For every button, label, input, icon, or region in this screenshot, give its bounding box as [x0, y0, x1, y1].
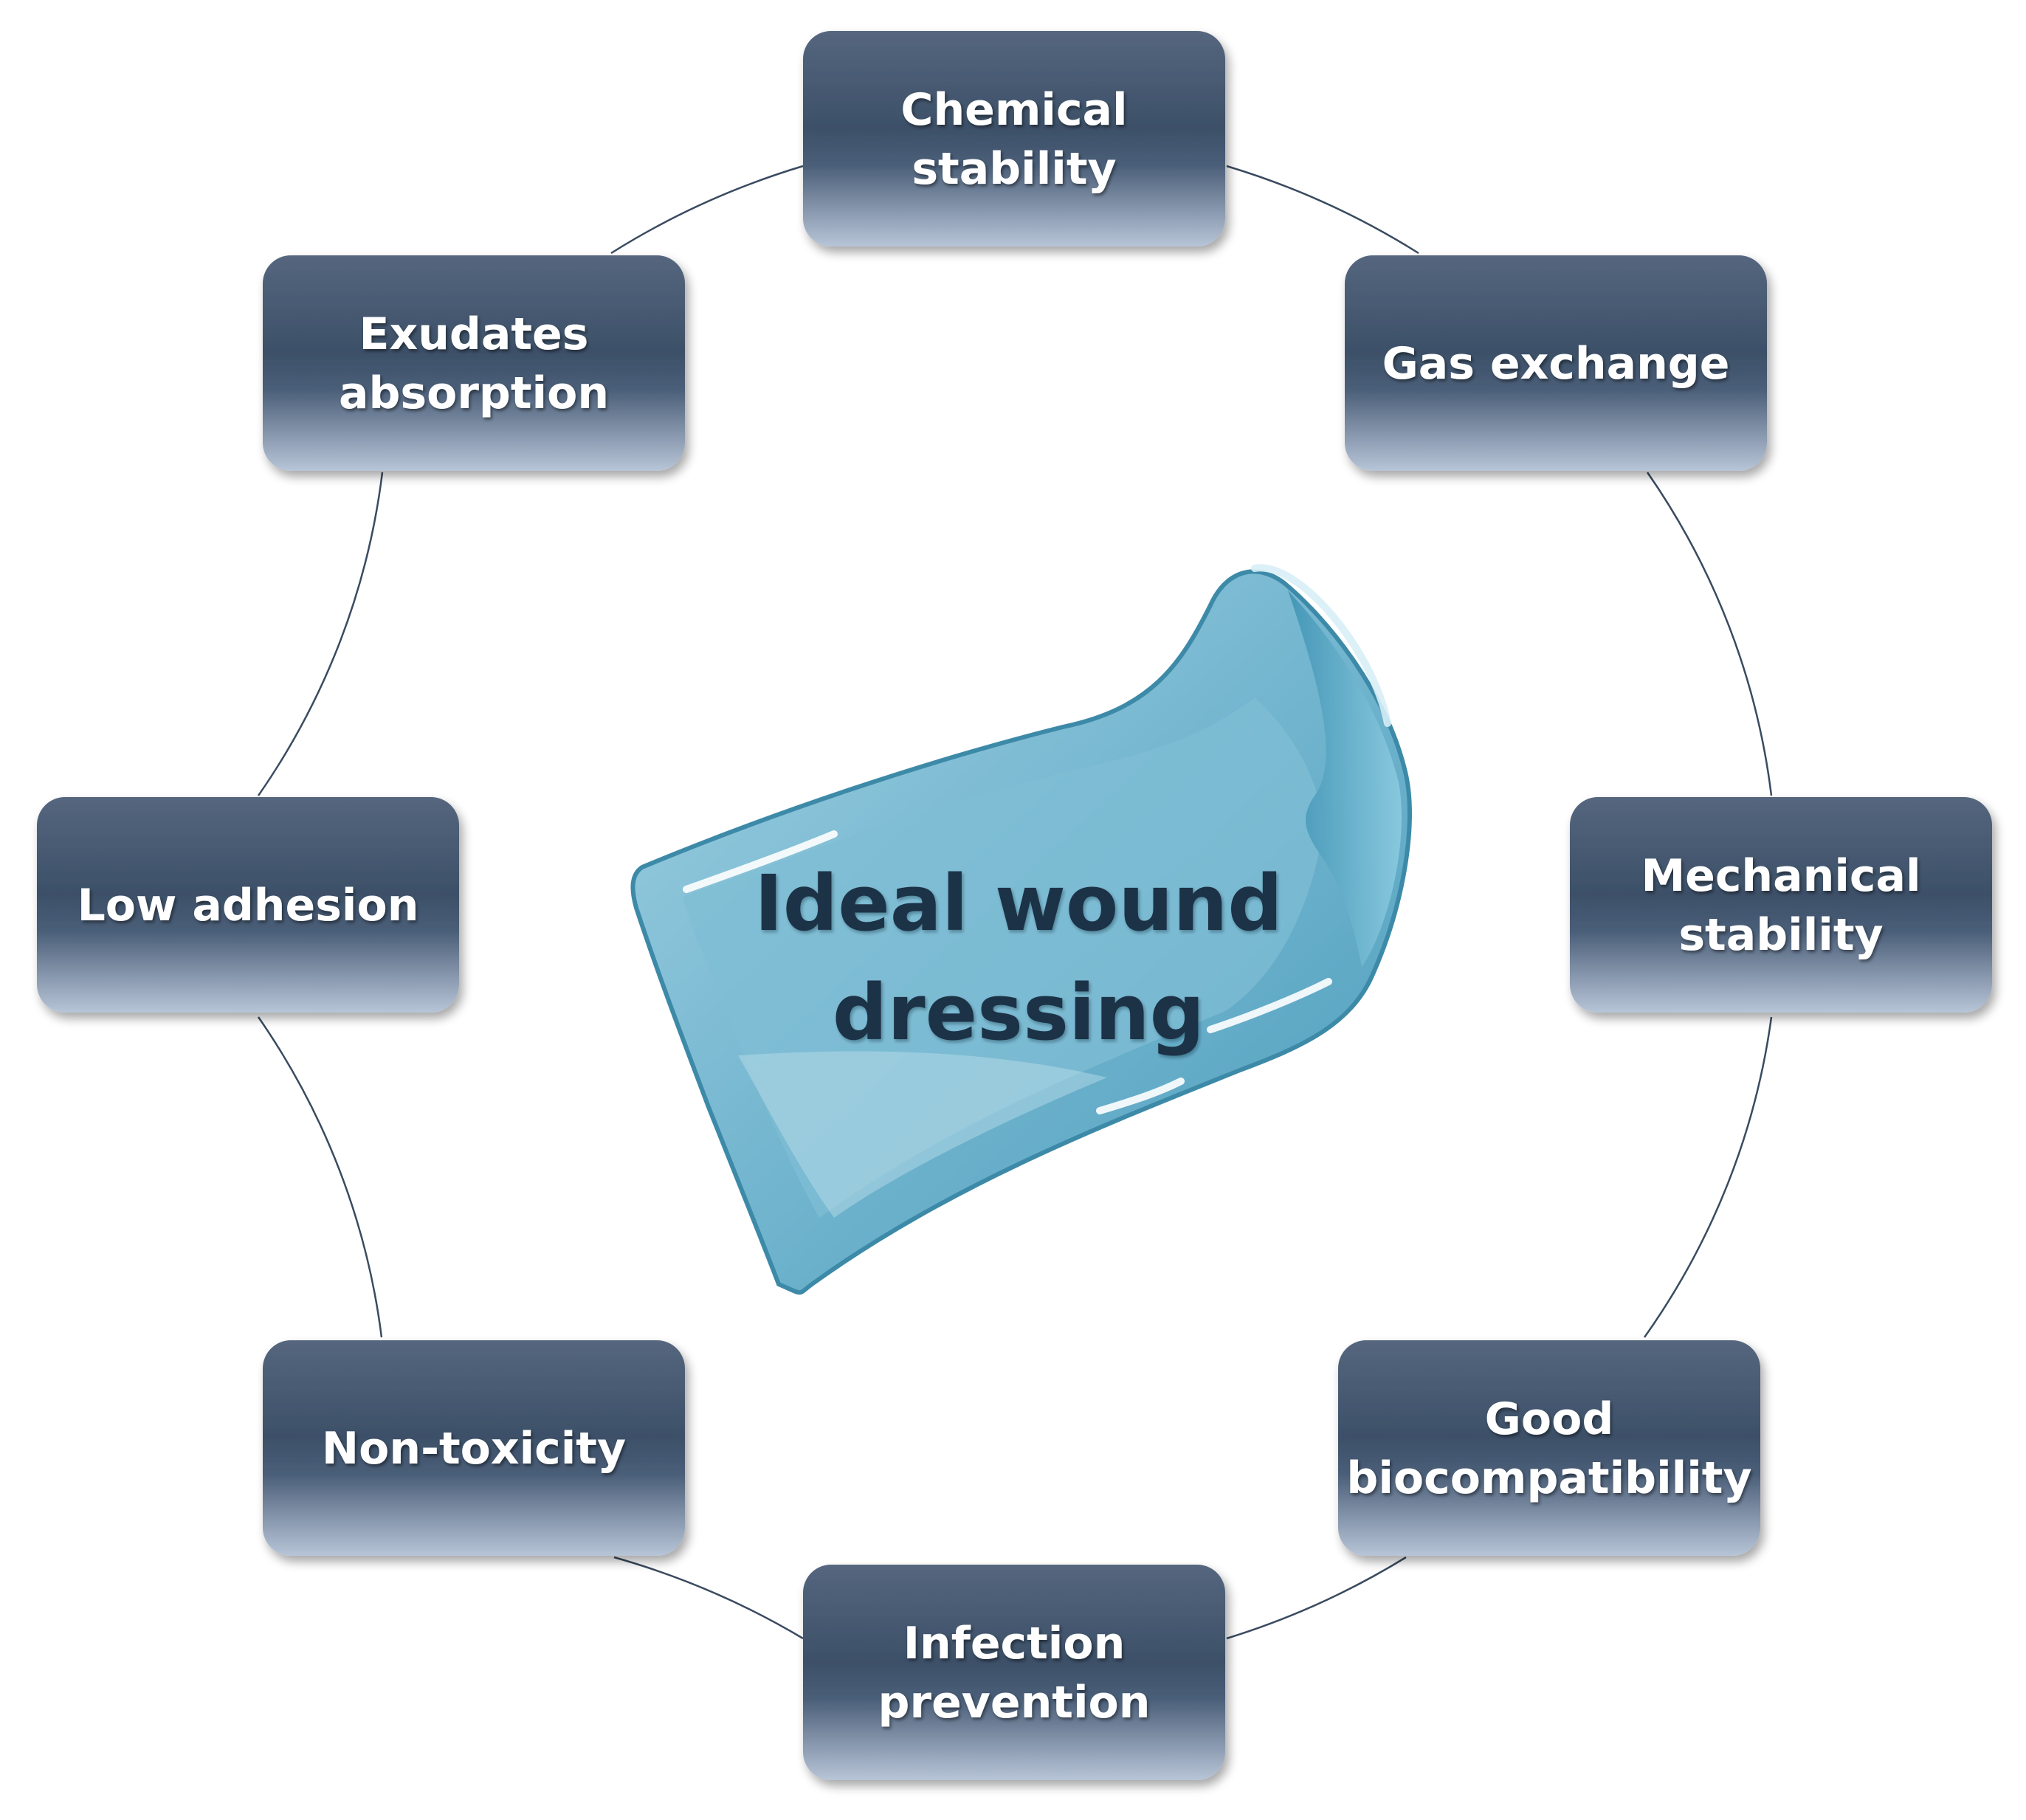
property-box-background [263, 1340, 685, 1556]
center-title-line-1: Ideal wound [754, 858, 1283, 948]
wound-dressing-icon [630, 564, 1412, 1295]
ring-arc [257, 1016, 383, 1338]
property-label-exudates-absorption-line-1: Exudates [359, 308, 589, 360]
center-title-line-2: dressing [833, 968, 1205, 1058]
property-box-background [1570, 797, 1992, 1013]
ring-arc [257, 472, 384, 796]
property-box-gas-exchange: Gas exchange [1345, 255, 1767, 471]
property-label-chemical-stability-line-1: Chemical [900, 84, 1127, 136]
property-label-gas-exchange-line-1: Gas exchange [1382, 338, 1730, 390]
property-box-background [1338, 1340, 1760, 1556]
ring-arc [1646, 472, 1773, 796]
property-label-non-toxicity-line-1: Non-toxicity [322, 1423, 626, 1475]
property-box-background [263, 255, 685, 471]
property-box-mechanical-stability: Mechanical stability [1570, 797, 1992, 1013]
property-label-good-biocompatibility-line-1: Good [1485, 1393, 1614, 1445]
property-label-infection-prevention-line-2: prevention [878, 1677, 1151, 1728]
ring-arc [613, 1556, 804, 1640]
property-box-non-toxicity: Non-toxicity [263, 1340, 685, 1556]
property-label-low-adhesion-line-1: Low adhesion [77, 880, 419, 931]
property-box-background [803, 1565, 1225, 1780]
property-box-exudates-absorption: Exudates absorption [263, 255, 685, 471]
ring-arc [1226, 1556, 1407, 1640]
property-label-chemical-stability-line-2: stability [912, 143, 1116, 195]
ring-arc [610, 165, 804, 255]
property-label-mechanical-stability-line-1: Mechanical [1641, 850, 1920, 902]
connector-ring [257, 165, 1773, 1640]
property-label-exudates-absorption-line-2: absorption [339, 368, 609, 419]
property-box-background [803, 31, 1225, 247]
property-box-low-adhesion: Low adhesion [37, 797, 459, 1013]
ring-arc [1643, 1016, 1773, 1338]
center-title: Ideal wound dressing [754, 858, 1283, 1058]
property-box-chemical-stability: Chemical stability [803, 31, 1225, 247]
property-box-background [37, 797, 459, 1013]
property-label-infection-prevention-line-1: Infection [903, 1618, 1126, 1669]
property-box-infection-prevention: Infection prevention [803, 1565, 1225, 1780]
property-label-good-biocompatibility-line-2: biocompatibility [1346, 1452, 1751, 1504]
property-label-mechanical-stability-line-2: stability [1678, 909, 1883, 961]
ring-arc [1226, 165, 1419, 255]
property-box-good-biocompatibility: Good biocompatibility [1338, 1340, 1760, 1556]
property-box-background [1345, 255, 1767, 471]
